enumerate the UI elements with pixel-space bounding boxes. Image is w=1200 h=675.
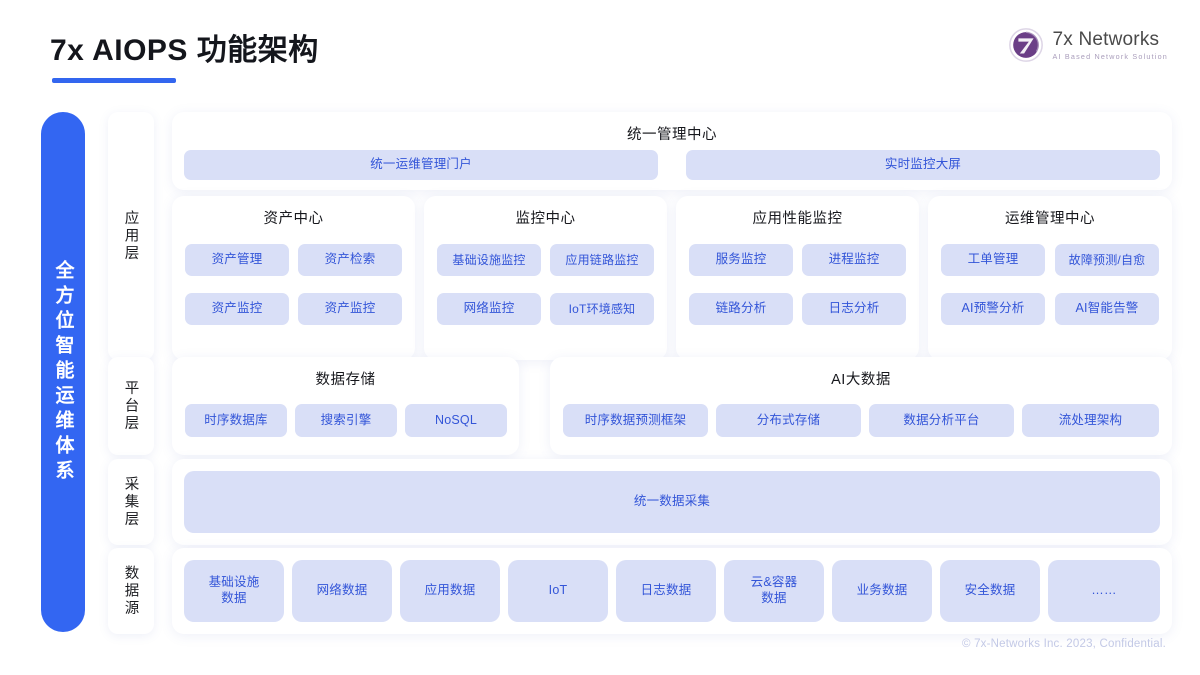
footer-copyright: © 7x-Networks Inc. 2023, Confidential. — [962, 638, 1166, 650]
pill-iot-data[interactable]: IoT — [508, 560, 608, 622]
pill-fault-prediction-self-healing[interactable]: 故障预测/自愈 — [1055, 244, 1159, 276]
pill-service-monitoring[interactable]: 服务监控 — [689, 244, 793, 276]
brand-logo: 7x Networks AI Based Network Solution — [1007, 26, 1169, 64]
system-spine-label: 全方位智能运维体系 — [52, 259, 74, 485]
pill-network-monitoring[interactable]: 网络监控 — [437, 293, 541, 325]
card-unified-management-center-title: 统一管理中心 — [627, 127, 717, 143]
system-spine-banner: 全方位智能运维体系 — [41, 112, 85, 632]
pill-business-data[interactable]: 业务数据 — [832, 560, 932, 622]
brand-logo-text: 7x Networks AI Based Network Solution — [1053, 30, 1169, 60]
pill-application-data[interactable]: 应用数据 — [400, 560, 500, 622]
layer-label-collection-text: 采集层 — [122, 475, 139, 529]
pill-infrastructure-monitoring[interactable]: 基础设施监控 — [437, 244, 541, 276]
card-ops-management-center: 运维管理中心 工单管理 故障预测/自愈 AI预警分析 AI智能告警 — [928, 196, 1172, 360]
layer-label-platform-text: 平台层 — [122, 379, 139, 433]
pill-asset-monitoring-1[interactable]: 资产监控 — [185, 293, 289, 325]
pill-application-link-monitoring[interactable]: 应用链路监控 — [550, 244, 654, 276]
layer-label-application-text: 应用层 — [122, 209, 139, 263]
pill-process-monitoring[interactable]: 进程监控 — [802, 244, 906, 276]
pill-timeseries-prediction-framework[interactable]: 时序数据预测框架 — [563, 404, 708, 437]
pill-asset-search[interactable]: 资产检索 — [298, 244, 402, 276]
pill-search-engine[interactable]: 搜索引擎 — [295, 404, 397, 437]
pill-log-data[interactable]: 日志数据 — [616, 560, 716, 622]
brand-tagline: AI Based Network Solution — [1052, 51, 1168, 61]
pill-realtime-monitor-screen[interactable]: 实时监控大屏 — [686, 150, 1160, 180]
pill-unified-ops-portal[interactable]: 统一运维管理门户 — [184, 150, 658, 180]
card-monitoring-center: 监控中心 基础设施监控 应用链路监控 网络监控 IoT环境感知 — [424, 196, 667, 360]
pill-nosql[interactable]: NoSQL — [405, 404, 507, 437]
pill-log-analysis[interactable]: 日志分析 — [802, 293, 906, 325]
header: 7x AIOPS 功能架构 7x Networks AI Based Netwo… — [0, 0, 1200, 100]
card-data-storage-title: 数据存储 — [315, 372, 376, 388]
card-ops-management-center-title: 运维管理中心 — [1005, 211, 1095, 227]
card-asset-center-title: 资产中心 — [263, 211, 324, 227]
layer-label-datasource-text: 数据源 — [122, 564, 139, 618]
sevenx-logo-icon — [1007, 26, 1045, 64]
layer-label-platform: 平台层 — [108, 357, 154, 455]
pill-link-analysis[interactable]: 链路分析 — [689, 293, 793, 325]
card-monitoring-center-title: 监控中心 — [515, 211, 576, 227]
pill-distributed-storage[interactable]: 分布式存储 — [716, 404, 861, 437]
layer-label-datasource: 数据源 — [108, 548, 154, 634]
pill-network-data[interactable]: 网络数据 — [292, 560, 392, 622]
pill-asset-management[interactable]: 资产管理 — [185, 244, 289, 276]
card-unified-data-collection: 统一数据采集 — [172, 459, 1172, 545]
pill-timeseries-database[interactable]: 时序数据库 — [185, 404, 287, 437]
pill-stream-processing-architecture[interactable]: 流处理架构 — [1022, 404, 1159, 437]
page-title: 7x AIOPS 功能架构 — [50, 34, 319, 67]
pill-iot-environment-sensing[interactable]: IoT环境感知 — [550, 293, 654, 325]
architecture-board: 全方位智能运维体系 应用层 平台层 采集层 数据源 统一管理中心 统一运维管理门… — [0, 104, 1200, 639]
card-unified-management-center: 统一管理中心 统一运维管理门户 实时监控大屏 — [172, 112, 1172, 190]
card-ai-big-data-title: AI大数据 — [831, 372, 891, 388]
title-underline-divider — [52, 78, 176, 83]
pill-ai-warning-analysis[interactable]: AI预警分析 — [941, 293, 1045, 325]
brand-name: 7x Networks — [1052, 28, 1160, 50]
card-asset-center: 资产中心 资产管理 资产检索 资产监控 资产监控 — [172, 196, 415, 360]
card-data-sources: 基础设施 数据 网络数据 应用数据 IoT 日志数据 云&容器 数据 业务数据 … — [172, 548, 1172, 634]
pill-cloud-container-data[interactable]: 云&容器 数据 — [724, 560, 824, 622]
layer-label-application: 应用层 — [108, 112, 154, 360]
pill-security-data[interactable]: 安全数据 — [940, 560, 1040, 622]
card-application-performance-monitoring-title: 应用性能监控 — [752, 211, 843, 227]
pill-more-data-sources[interactable]: …… — [1048, 560, 1160, 622]
pill-data-analysis-platform[interactable]: 数据分析平台 — [869, 404, 1014, 437]
pill-unified-data-collection[interactable]: 统一数据采集 — [184, 471, 1160, 533]
pill-asset-monitoring-2[interactable]: 资产监控 — [298, 293, 402, 325]
pill-infrastructure-data[interactable]: 基础设施 数据 — [184, 560, 284, 622]
pill-ticket-management[interactable]: 工单管理 — [941, 244, 1045, 276]
layer-label-collection: 采集层 — [108, 459, 154, 545]
card-application-performance-monitoring: 应用性能监控 服务监控 进程监控 链路分析 日志分析 — [676, 196, 919, 360]
card-data-storage: 数据存储 时序数据库 搜索引擎 NoSQL — [172, 357, 519, 455]
card-ai-big-data: AI大数据 时序数据预测框架 分布式存储 数据分析平台 流处理架构 — [550, 357, 1172, 455]
pill-ai-intelligent-alarm[interactable]: AI智能告警 — [1055, 293, 1159, 325]
